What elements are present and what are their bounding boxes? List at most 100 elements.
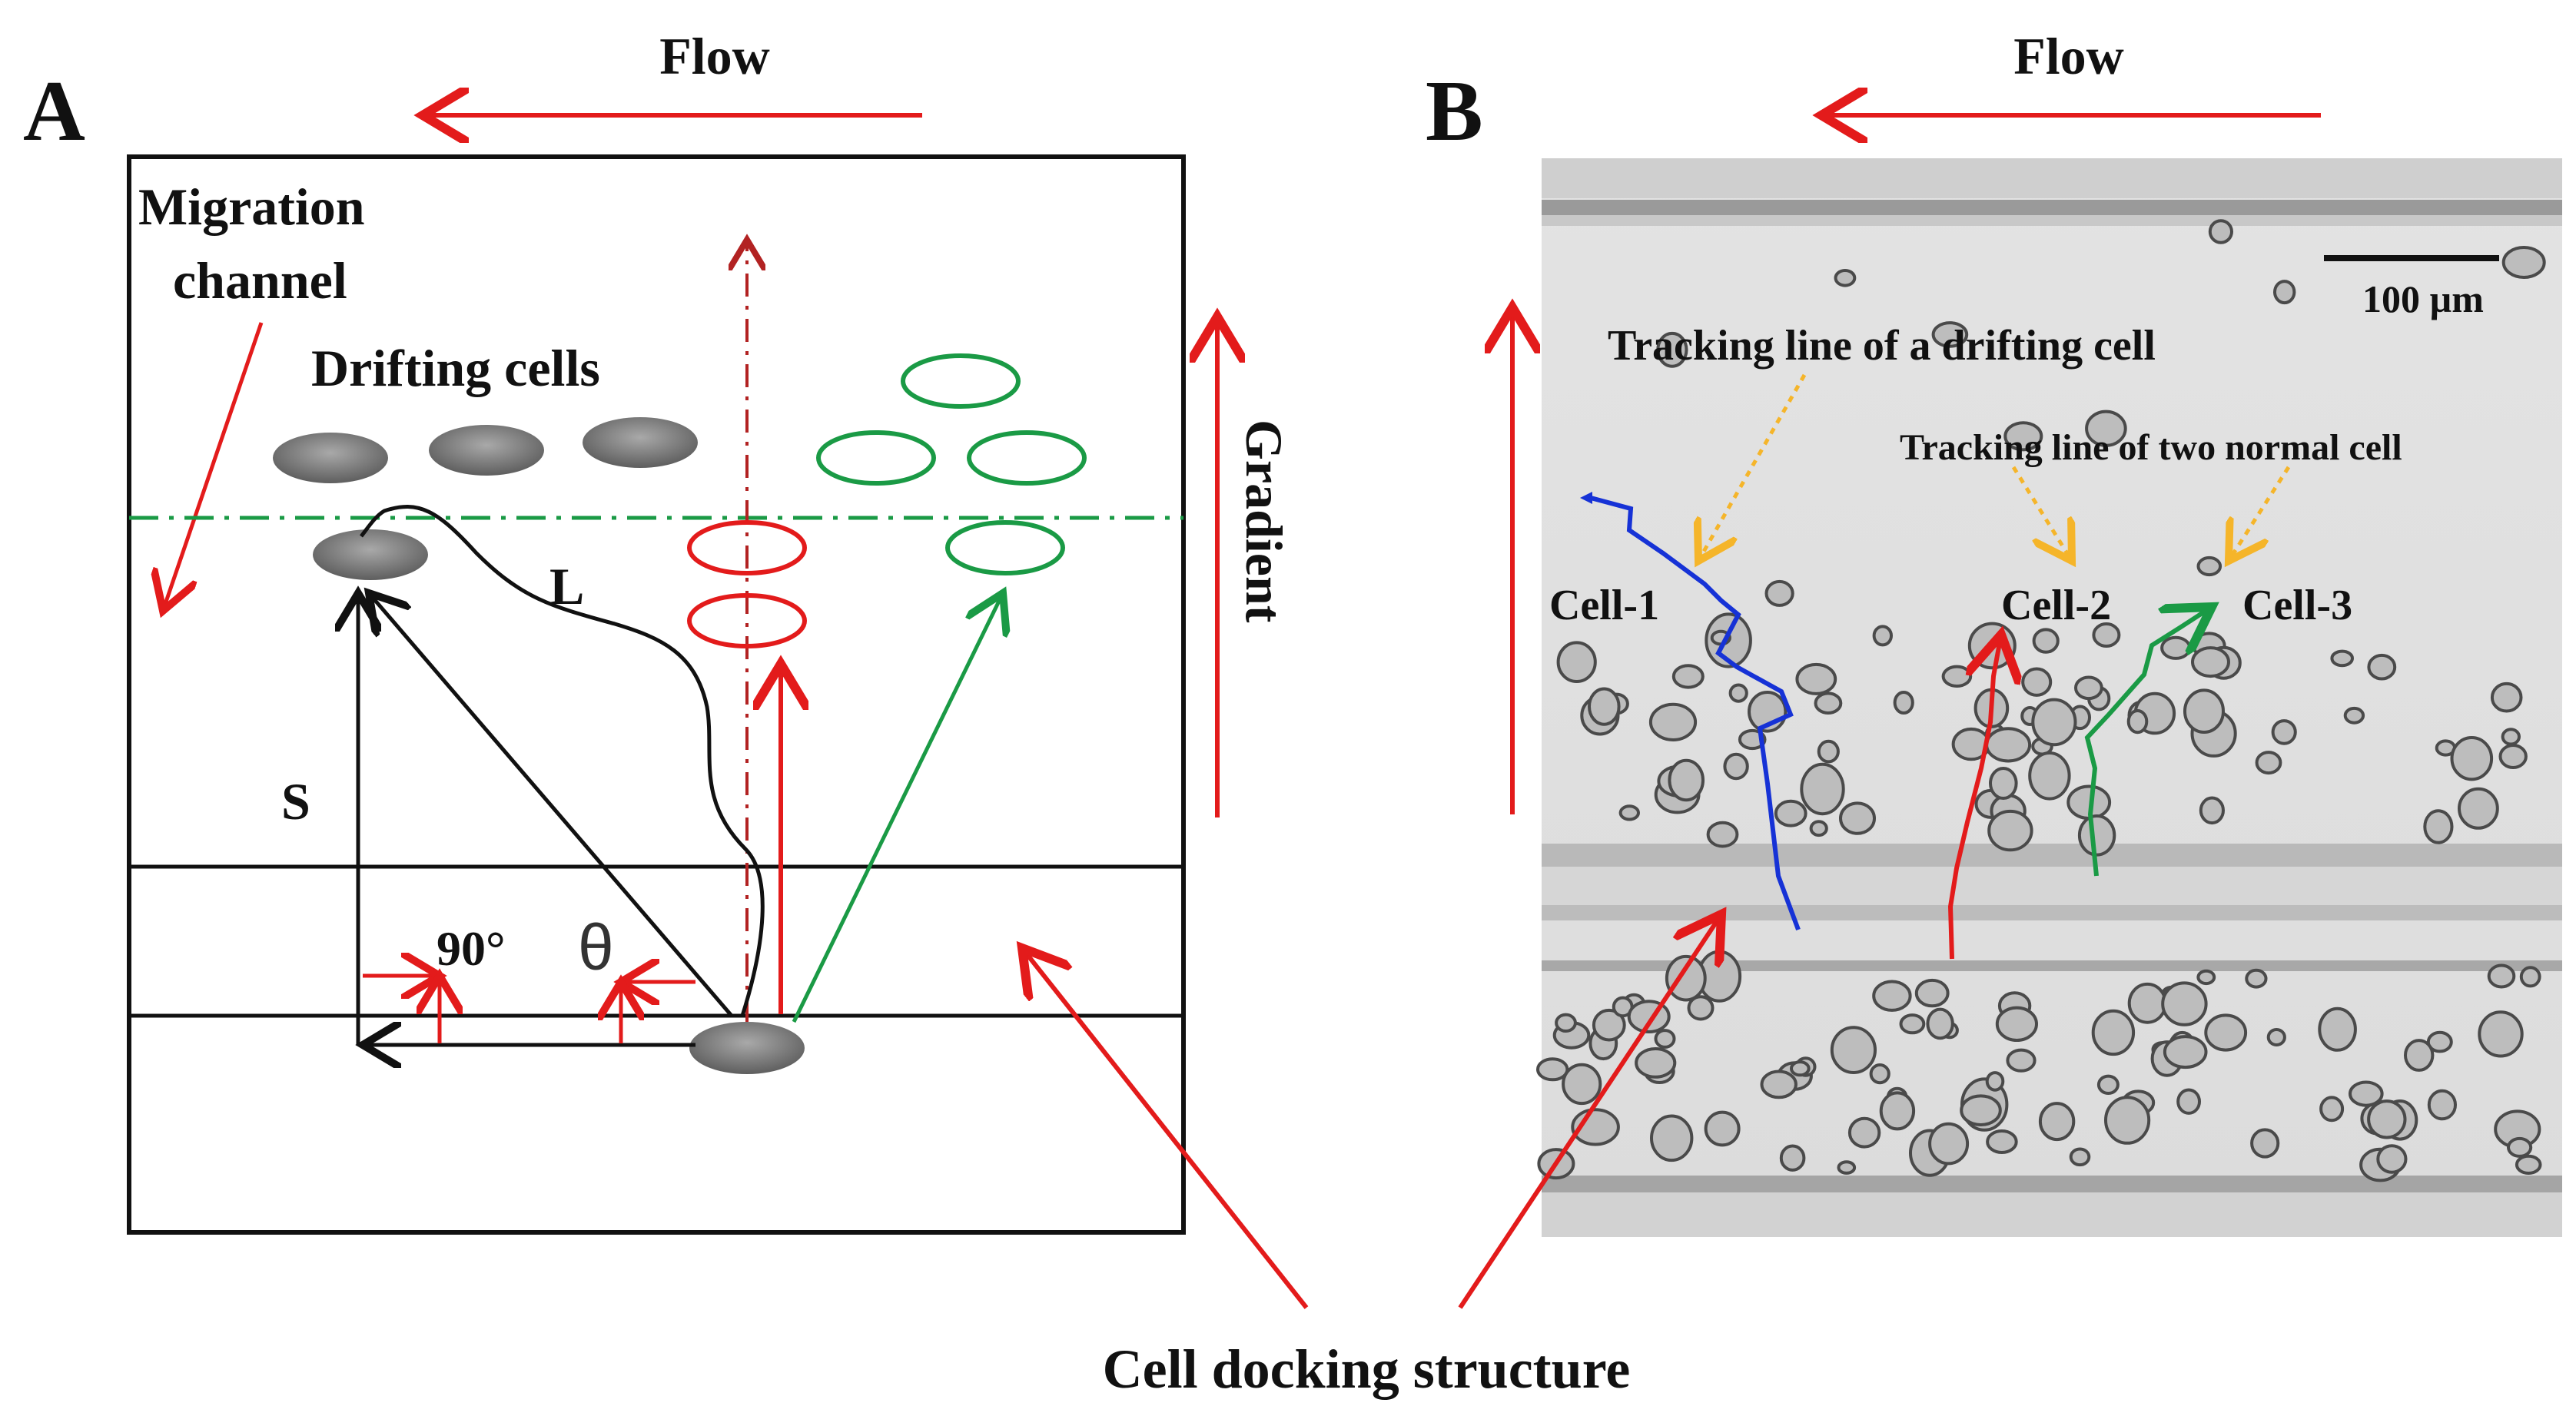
microscopy-cell xyxy=(2074,675,2103,701)
normal-cell-green xyxy=(945,520,1065,575)
microscopy-cell xyxy=(1872,625,1894,647)
microscopy-cell xyxy=(1795,662,1837,695)
microscopy-cell xyxy=(1654,1029,1676,1049)
microscopy-cell xyxy=(2160,635,2192,660)
microscopy-cell xyxy=(2126,709,2149,735)
microscopy-cell xyxy=(1790,1060,1811,1077)
normal-cell-green xyxy=(901,353,1021,409)
microscopy-cell xyxy=(2032,628,2060,654)
microscopy-cell xyxy=(2330,649,2354,668)
microscopy-cell xyxy=(2266,1028,2286,1046)
microscopy-cell xyxy=(1809,820,1828,837)
microscopy-cell xyxy=(2204,1013,2248,1052)
s-label: S xyxy=(281,772,310,831)
microscopy-cell xyxy=(2031,698,2077,747)
normal-pointer-1 xyxy=(2011,466,2072,561)
microscopy-cell xyxy=(1893,691,1914,715)
microscopy-cell xyxy=(1800,762,1845,816)
microscopy-cell xyxy=(1779,1144,1806,1172)
microscopy-cell xyxy=(1986,1129,2018,1154)
microscopy-cell xyxy=(1985,727,2032,763)
docking-label: Cell docking structure xyxy=(1103,1338,1631,1400)
microscopy-cell xyxy=(1650,1114,1694,1162)
microscopy-cell xyxy=(2376,1144,2408,1174)
panel-a-letter: A xyxy=(23,64,85,159)
microscopy-cell xyxy=(2161,981,2208,1026)
panel-b-letter: B xyxy=(1426,64,1483,159)
microscopy-cell xyxy=(1967,622,2017,670)
microscopy-cell xyxy=(2163,1035,2208,1070)
microscopy-cell xyxy=(2367,653,2397,681)
microscopy-cell xyxy=(2478,1010,2524,1058)
microscopy-cell xyxy=(2176,1088,2202,1115)
drift-track-arrowhead xyxy=(1580,492,1592,504)
microscopy-cell xyxy=(2319,1096,2345,1123)
microscopy-cell xyxy=(1987,809,2033,852)
microscopy-cell xyxy=(2367,1099,2407,1139)
right-angle-label: 90° xyxy=(437,921,506,976)
cell-2-tracking-line xyxy=(1947,635,2001,960)
microscopy-cell xyxy=(2458,787,2499,830)
microscopy-cell xyxy=(1960,1094,2002,1126)
microscopy-cell xyxy=(2021,667,2053,697)
cell-2-label: Cell-2 xyxy=(2001,582,2111,629)
microscopy-cell xyxy=(2250,1128,2280,1159)
microscopy-cell xyxy=(2077,814,2116,857)
microscopy-cell xyxy=(1665,954,1707,1002)
drifting-cells-label: Drifting cells xyxy=(311,339,600,397)
microscopy-cell xyxy=(1562,1063,1602,1106)
microscopy-cell xyxy=(1656,331,1688,368)
microscopy-cell xyxy=(1926,1007,1954,1040)
microscopy-cell xyxy=(1914,978,1950,1008)
microscopy-cell xyxy=(1671,664,1705,689)
microscopy-cell xyxy=(2196,555,2222,577)
tracking-path-l xyxy=(360,505,765,1016)
microscopy-cell xyxy=(2199,796,2225,825)
microscopy-cell xyxy=(1839,801,1876,835)
microscopy-cell xyxy=(2450,736,2494,781)
microscopy-cell xyxy=(2349,1080,2384,1107)
microscopy-cell xyxy=(1556,641,1597,684)
microscopy-cell xyxy=(1648,702,1698,742)
microscopy-cell xyxy=(1899,1013,1926,1035)
microscopy-cell xyxy=(1588,687,1621,726)
microscopy-cell xyxy=(1869,1063,1891,1085)
migration-label-line1: Migration xyxy=(138,177,365,236)
microscopy-cell xyxy=(1989,767,2018,800)
microscopy-cell xyxy=(1687,995,1715,1021)
microscopy-cell xyxy=(2092,622,2121,648)
microscopy-cell xyxy=(2003,421,2043,452)
microscopy-cell xyxy=(1704,1110,1741,1147)
microscopy-cell xyxy=(2343,706,2365,725)
microscopy-cell xyxy=(2271,719,2297,745)
microscopy-cell xyxy=(2104,1096,2151,1145)
microscopy-cell xyxy=(1879,1091,1916,1131)
microscopy-cell xyxy=(2490,681,2523,713)
microscopy-cell xyxy=(2426,1030,2453,1053)
normal-cell-green xyxy=(967,430,1087,486)
l-label: L xyxy=(549,557,584,615)
docking-arrow-a xyxy=(1022,948,1309,1309)
migration-channel-box xyxy=(127,154,1186,1235)
microscopy-cell xyxy=(1931,321,1969,348)
cell-3-label: Cell-3 xyxy=(2242,582,2352,629)
microscopy-cell xyxy=(2096,1074,2120,1096)
migration-label-line2: channel xyxy=(173,251,347,310)
panel-a: A Flow Migration channel Drifting cells xyxy=(23,27,1293,1235)
drifting-cell xyxy=(313,529,428,580)
cell-1-label: Cell-1 xyxy=(1549,582,1659,629)
drifting-cell xyxy=(583,417,698,468)
microscopy-cell xyxy=(1706,821,1739,848)
theta-label: θ xyxy=(578,911,614,983)
scale-label: 100 µm xyxy=(2362,277,2484,320)
microscopy-cell xyxy=(2069,1147,2091,1167)
microscopy-cell xyxy=(1847,1116,1881,1149)
microscopy-cell xyxy=(2423,809,2454,844)
microscopy-cell xyxy=(1728,683,1748,703)
drift-track-label: Tracking line of a drifting cell xyxy=(1608,322,2156,370)
microscopy-cell xyxy=(1764,579,1794,607)
microscopy-cell xyxy=(2245,968,2268,989)
microscopy-cell xyxy=(2191,646,2230,678)
microscopy-cell xyxy=(2273,280,2296,305)
